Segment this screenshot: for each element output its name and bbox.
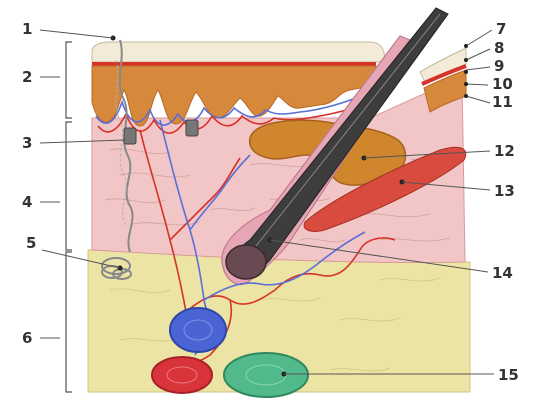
label-8: 8 xyxy=(494,39,504,57)
bracket-6 xyxy=(66,252,72,392)
fat-lobule-blue xyxy=(170,308,226,352)
label-3: 3 xyxy=(22,134,32,152)
bracket-2 xyxy=(66,42,72,118)
hair-bulb xyxy=(226,245,266,279)
label-10: 10 xyxy=(492,75,513,93)
label-15: 15 xyxy=(498,366,519,384)
receptor-left xyxy=(124,128,136,144)
label-4: 4 xyxy=(22,193,32,211)
label-5: 5 xyxy=(26,234,36,252)
fat-lobule-green xyxy=(224,353,308,397)
label-6: 6 xyxy=(22,329,32,347)
epidermis-layer xyxy=(92,66,376,126)
label-9: 9 xyxy=(494,57,504,75)
stratum-corneum xyxy=(92,42,384,62)
left-brackets xyxy=(66,42,72,392)
receptor-right xyxy=(186,120,198,136)
bracket-4 xyxy=(66,122,72,250)
label-12: 12 xyxy=(494,142,515,160)
label-2: 2 xyxy=(22,68,32,86)
label-11: 11 xyxy=(492,93,513,111)
fat-lobule-red xyxy=(152,357,212,393)
label-13: 13 xyxy=(494,182,515,200)
label-7: 7 xyxy=(496,20,506,38)
label-1: 1 xyxy=(22,20,32,38)
label-14: 14 xyxy=(492,264,513,282)
